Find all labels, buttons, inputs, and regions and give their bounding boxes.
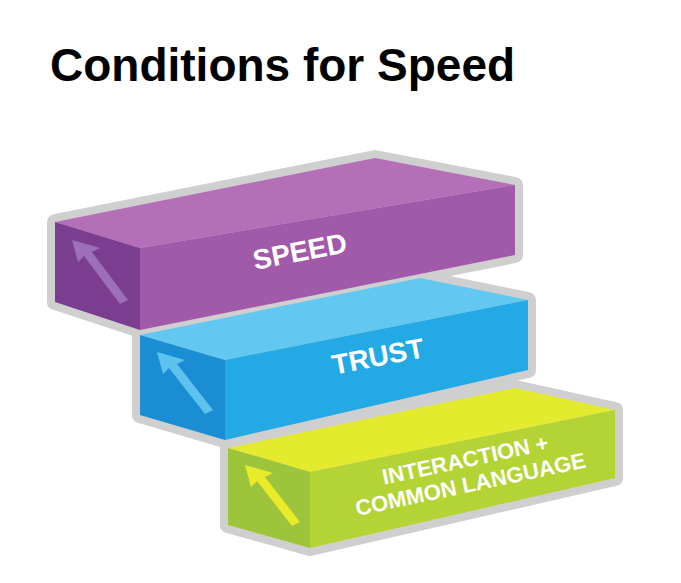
diagram-title: Conditions for Speed (50, 38, 515, 92)
